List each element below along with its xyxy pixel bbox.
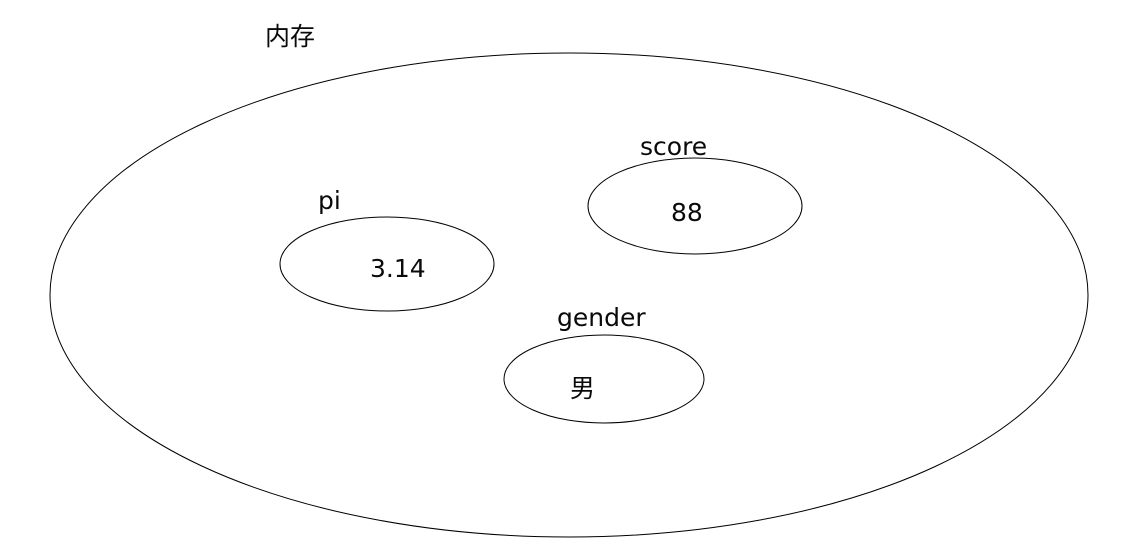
variable-ellipse-gender [504, 335, 704, 423]
variable-label-score: score [640, 132, 707, 161]
variable-value-score: 88 [671, 198, 703, 227]
variable-label-gender: gender [557, 303, 646, 332]
memory-container-ellipse [50, 53, 1088, 537]
variable-label-pi: pi [318, 186, 341, 215]
variable-ellipse-score [588, 158, 802, 254]
variable-value-gender: 男 [570, 374, 595, 403]
variable-value-pi: 3.14 [370, 254, 426, 283]
memory-container-label: 内存 [265, 22, 315, 51]
variable-ellipse-pi [280, 217, 494, 311]
